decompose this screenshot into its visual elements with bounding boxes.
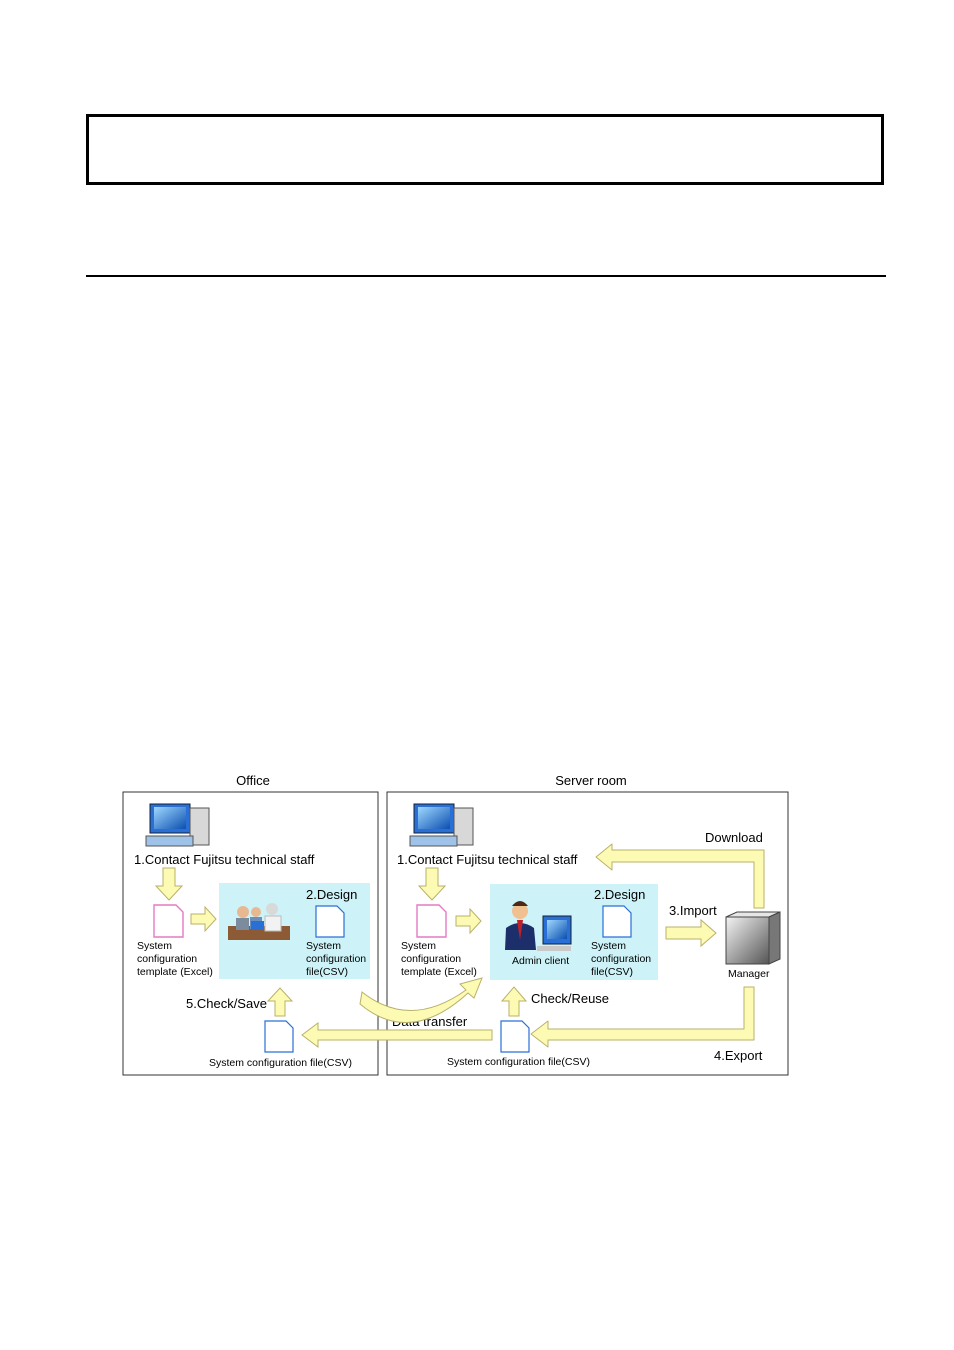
- server-bottom-csv-icon: [500, 1020, 530, 1053]
- check-reuse-label: Check/Reuse: [531, 991, 609, 1006]
- export-label: 4.Export: [714, 1048, 763, 1063]
- import-label: 3.Import: [669, 903, 717, 918]
- server-file-label-2: configuration: [591, 953, 651, 965]
- download-arrow: [595, 843, 765, 909]
- office-template-doc-icon: [153, 904, 184, 938]
- server-csv-doc-icon: [602, 905, 632, 938]
- server-right-arrow: [455, 907, 482, 935]
- export-arrow: [530, 986, 755, 1048]
- office-bottom-file-label: System configuration file(CSV): [209, 1057, 352, 1069]
- office-up-arrow: [266, 987, 294, 1017]
- server-file-label-1: System: [591, 940, 626, 952]
- office-down-arrow: [154, 867, 184, 901]
- server-design-label: 2.Design: [594, 887, 645, 902]
- curved-transfer-arrow: [359, 977, 483, 1024]
- server-template-label-2: configuration: [401, 953, 461, 965]
- office-pc-icon: [145, 803, 210, 847]
- server-up-arrow: [500, 986, 528, 1017]
- manager-label: Manager: [728, 968, 770, 980]
- server-template-label-3: template (Excel): [401, 966, 477, 978]
- office-design-label: 2.Design: [306, 887, 357, 902]
- office-right-arrow: [190, 905, 217, 933]
- data-transfer-left-arrow: [301, 1022, 493, 1048]
- server-pc-icon: [409, 803, 474, 847]
- office-file-label-1: System: [306, 940, 341, 952]
- admin-client-label: Admin client: [512, 955, 569, 967]
- server-bottom-file-label: System configuration file(CSV): [447, 1056, 590, 1068]
- import-arrow: [665, 918, 717, 948]
- office-title: Office: [236, 773, 270, 788]
- server-template-doc-icon: [416, 904, 447, 938]
- office-bottom-csv-icon: [264, 1020, 294, 1053]
- meeting-people-icon: [228, 903, 290, 940]
- office-file-label-2: configuration: [306, 953, 366, 965]
- office-check-save-label: 5.Check/Save: [186, 996, 267, 1011]
- admin-client-icon: [505, 901, 572, 951]
- office-frame: [122, 791, 379, 1076]
- office-step1-label: 1.Contact Fujitsu technical staff: [134, 852, 315, 867]
- office-file-label-3: file(CSV): [306, 966, 348, 978]
- server-room-title: Server room: [555, 773, 627, 788]
- office-template-label-2: configuration: [137, 953, 197, 965]
- office-template-label-3: template (Excel): [137, 966, 213, 978]
- manager-server-icon: [725, 911, 781, 965]
- note-box: [86, 114, 884, 185]
- server-template-label-1: System: [401, 940, 436, 952]
- download-label: Download: [705, 830, 763, 845]
- server-file-label-3: file(CSV): [591, 966, 633, 978]
- office-csv-doc-icon: [315, 905, 345, 938]
- office-template-label-1: System: [137, 940, 172, 952]
- section-divider: [86, 275, 886, 277]
- server-room-frame: [386, 791, 789, 1076]
- server-down-arrow: [417, 867, 447, 901]
- server-step1-label: 1.Contact Fujitsu technical staff: [397, 852, 578, 867]
